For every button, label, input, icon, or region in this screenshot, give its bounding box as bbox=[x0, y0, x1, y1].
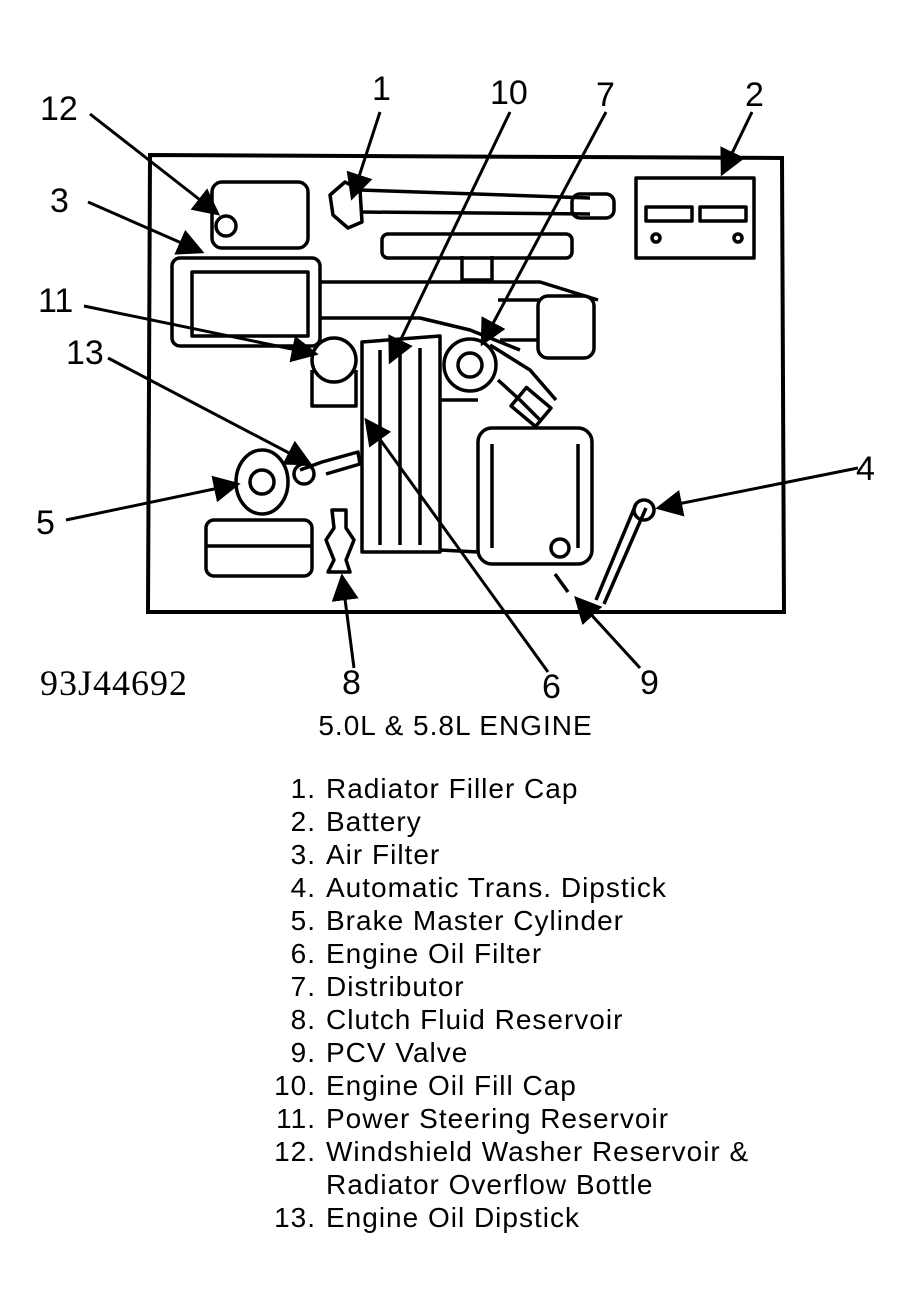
engine-oil-filter bbox=[360, 334, 442, 554]
callout-13: 13 bbox=[66, 334, 104, 372]
radiator-filler-cap bbox=[328, 180, 364, 230]
legend-text: Radiator Filler Cap bbox=[326, 773, 579, 804]
power-steering-reservoir bbox=[310, 336, 358, 384]
legend-item: 10. Engine Oil Fill Cap bbox=[258, 1069, 796, 1102]
callout-2: 2 bbox=[745, 76, 764, 114]
legend-text: Engine Oil Fill Cap bbox=[326, 1070, 577, 1101]
engine-components bbox=[170, 176, 756, 605]
legend-text: Air Filter bbox=[326, 839, 441, 870]
legend-number: 7. bbox=[290, 971, 316, 1002]
legend-number: 10. bbox=[274, 1070, 316, 1101]
callout-9: 9 bbox=[640, 664, 659, 700]
legend-list: 1. Radiator Filler Cap 2. Battery 3. Air Fi… bbox=[258, 772, 796, 1234]
callout-7: 7 bbox=[596, 76, 615, 114]
engine-compartment-diagram: 1 2 3 4 5 6 7 8 9 10 11 12 13 bbox=[36, 70, 875, 700]
legend-item: 8. Clutch Fluid Reservoir bbox=[258, 1003, 796, 1036]
callout-11: 11 bbox=[38, 282, 73, 320]
legend-text: Engine Oil Dipstick bbox=[326, 1202, 580, 1233]
legend-text: Clutch Fluid Reservoir bbox=[326, 1004, 624, 1035]
callout-5: 5 bbox=[36, 504, 55, 542]
callout-3: 3 bbox=[50, 182, 69, 220]
auto-trans-dipstick bbox=[594, 503, 648, 605]
legend-item: 4. Automatic Trans. Dipstick bbox=[258, 871, 796, 904]
legend-item: 13. Engine Oil Dipstick bbox=[258, 1201, 796, 1234]
legend-text: Brake Master Cylinder bbox=[326, 905, 624, 936]
callout-12: 12 bbox=[40, 90, 78, 128]
legend-text: Windshield Washer Reservoir & Radiator O… bbox=[326, 1136, 750, 1200]
legend-number: 13. bbox=[274, 1202, 316, 1233]
legend-text: Power Steering Reservoir bbox=[326, 1103, 670, 1134]
legend-number: 2. bbox=[290, 806, 316, 837]
legend-number: 11. bbox=[276, 1103, 316, 1134]
brake-master-cylinder bbox=[234, 448, 290, 516]
legend-item: 12. Windshield Washer Reservoir & Radiato… bbox=[258, 1135, 796, 1201]
legend-number: 8. bbox=[290, 1004, 316, 1035]
legend-item: 5. Brake Master Cylinder bbox=[258, 904, 796, 937]
callout-10: 10 bbox=[490, 74, 528, 112]
distributor bbox=[442, 337, 498, 393]
callout-6: 6 bbox=[542, 668, 561, 700]
figure-id: 93J44692 bbox=[40, 663, 189, 703]
legend-text: Automatic Trans. Dipstick bbox=[326, 872, 667, 903]
legend-item: 11. Power Steering Reservoir bbox=[258, 1102, 796, 1135]
callout-8: 8 bbox=[342, 664, 361, 700]
legend-item: 2. Battery bbox=[258, 805, 796, 838]
callout-1: 1 bbox=[372, 70, 391, 108]
legend-item: 1. Radiator Filler Cap bbox=[258, 772, 796, 805]
clutch-fluid-reservoir bbox=[324, 508, 356, 574]
legend-number: 5. bbox=[290, 905, 316, 936]
legend-number: 4. bbox=[290, 872, 316, 903]
legend-number: 1. bbox=[290, 773, 316, 804]
leader-lines bbox=[65, 111, 859, 673]
legend-item: 3. Air Filter bbox=[258, 838, 796, 871]
legend-text: Battery bbox=[326, 806, 422, 837]
diagram-caption: 5.0L & 5.8L ENGINE bbox=[318, 710, 593, 741]
legend-item: 7. Distributor bbox=[258, 970, 796, 1003]
callout-numbers: 1 2 3 4 5 6 7 8 9 10 11 12 13 bbox=[36, 70, 875, 700]
battery bbox=[634, 176, 756, 260]
legend-number: 6. bbox=[290, 938, 316, 969]
legend-item: 6. Engine Oil Filter bbox=[258, 937, 796, 970]
legend-item: 9. PCV Valve bbox=[258, 1036, 796, 1069]
engine-oil-dipstick bbox=[299, 450, 362, 476]
legend-number: 9. bbox=[290, 1037, 316, 1068]
callout-4: 4 bbox=[856, 450, 875, 488]
legend-number: 3. bbox=[290, 839, 316, 870]
engine-bay-outline bbox=[145, 152, 787, 614]
air-filter bbox=[170, 256, 322, 348]
legend-text: Distributor bbox=[326, 971, 465, 1002]
legend-text: PCV Valve bbox=[326, 1037, 469, 1068]
legend-text: Engine Oil Filter bbox=[326, 938, 543, 969]
legend-number: 12. bbox=[274, 1136, 316, 1167]
